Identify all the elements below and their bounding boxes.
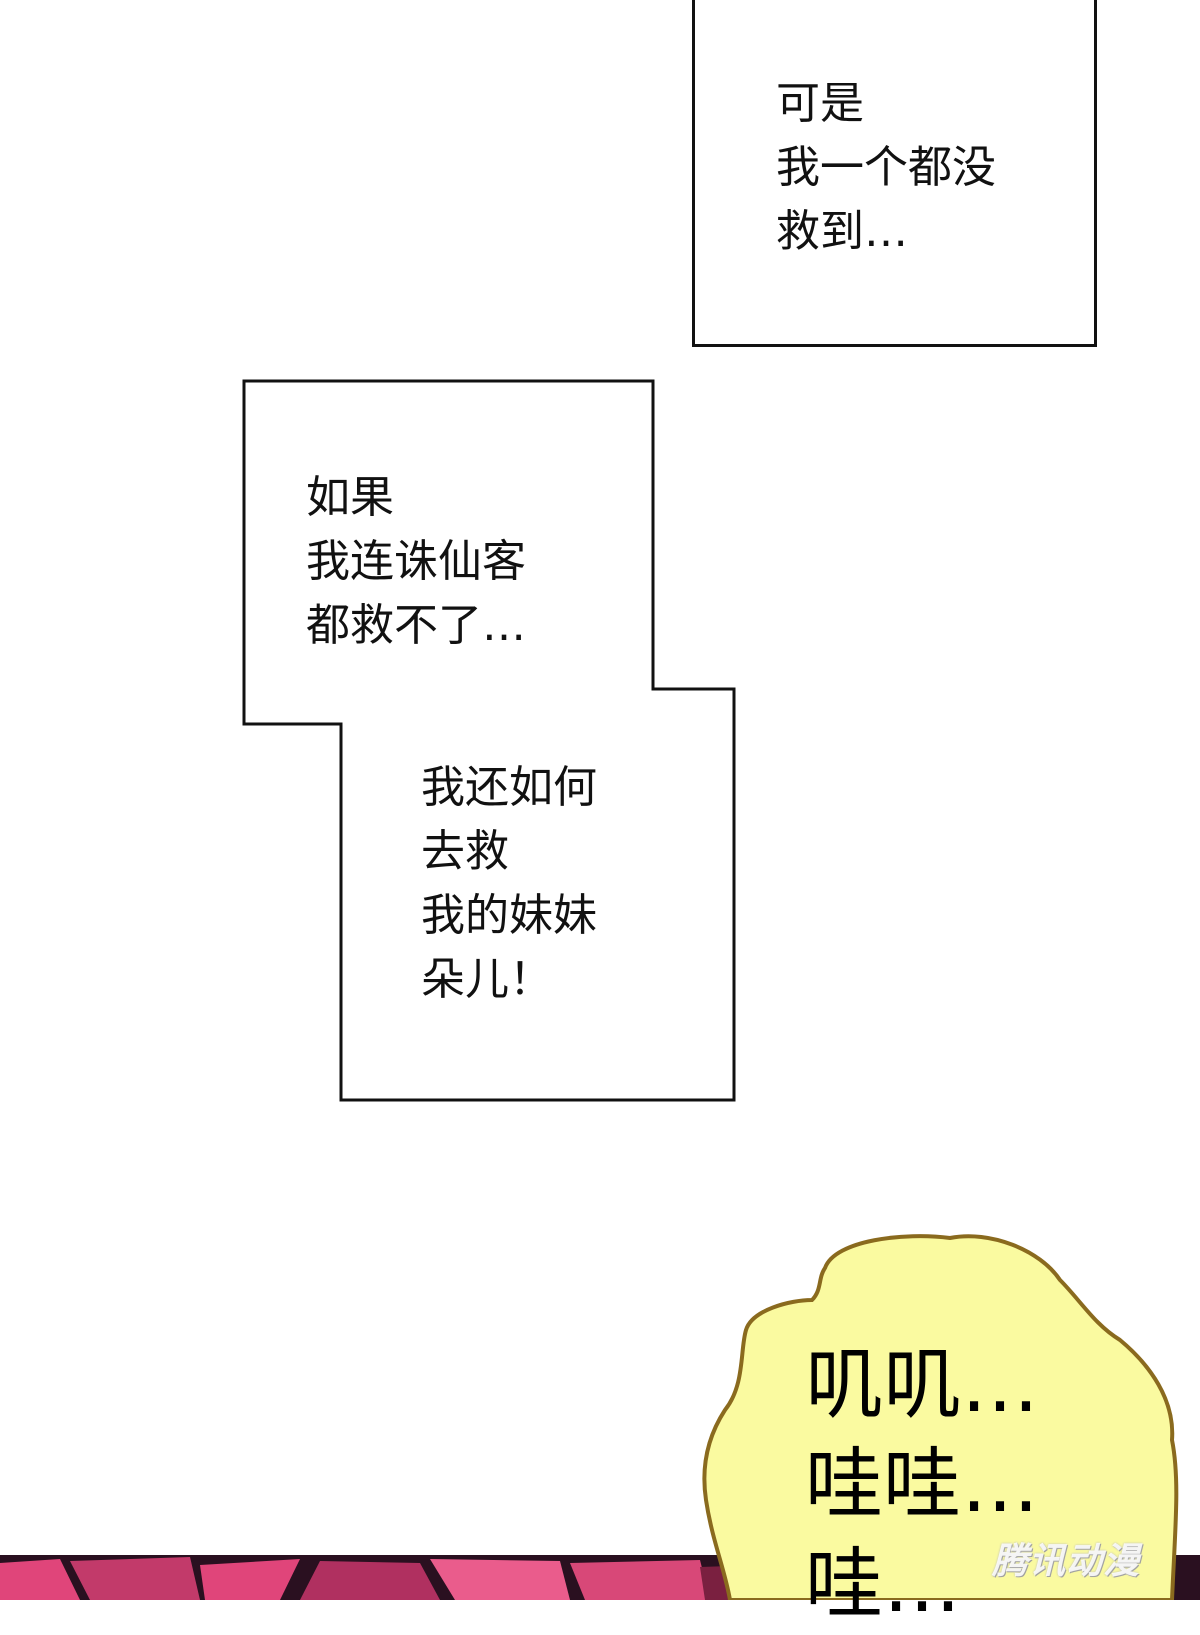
caption-line: 我还如何: [421, 762, 597, 813]
caption-line: 我连诛仙客: [306, 536, 526, 587]
caption-line: 我一个都没: [776, 142, 996, 193]
bubble-line: 哇哇…: [805, 1440, 1040, 1530]
caption-line: 朵儿！: [421, 954, 553, 1005]
caption-line: 救到…: [776, 206, 908, 257]
caption-text-middle-upper: 如果 我连诛仙客 都救不了…: [306, 466, 526, 658]
caption-line: 去救: [421, 826, 509, 877]
watermark-logo: 腾讯动漫: [992, 1541, 1141, 1582]
speech-bubble-text: 叽叽… 哇哇… 哇…: [805, 1335, 1039, 1635]
caption-line: 如果: [306, 472, 394, 523]
bubble-line: 叽叽…: [805, 1340, 1040, 1430]
caption-line: 可是: [776, 78, 864, 129]
caption-text-top: 可是 我一个都没 救到…: [776, 72, 996, 264]
caption-line: 都救不了…: [306, 600, 526, 651]
caption-line: 我的妹妹: [421, 890, 597, 941]
speech-bubble: [702, 1234, 1179, 1600]
caption-box-middle: [242, 379, 736, 1102]
caption-text-middle-lower: 我还如何 去救 我的妹妹 朵儿！: [421, 756, 597, 1012]
caption-box-top: [692, 0, 1097, 347]
